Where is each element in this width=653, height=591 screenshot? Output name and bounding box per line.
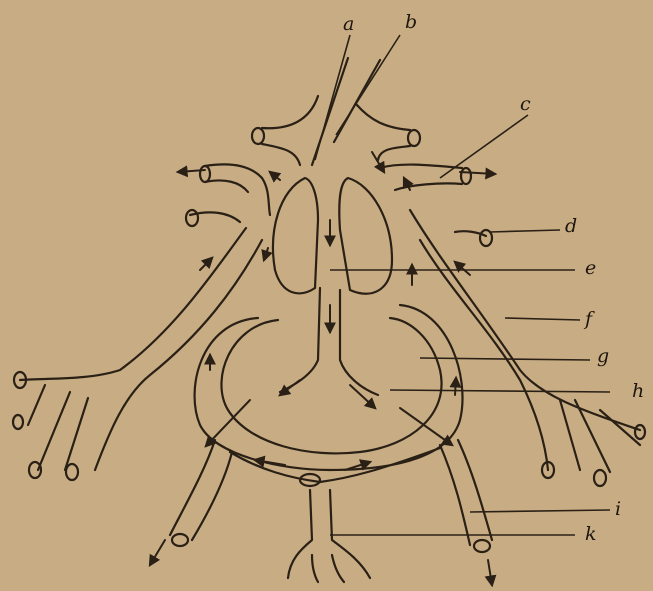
- aortic-arches: [195, 305, 463, 470]
- label-e: e: [585, 257, 596, 279]
- label-k: k: [585, 523, 597, 545]
- descending-trunk: [280, 288, 378, 395]
- label-d: d: [565, 215, 577, 237]
- label-i: i: [615, 498, 621, 520]
- right-limb: [410, 210, 645, 486]
- left-limb: [13, 228, 262, 480]
- label-a: a: [343, 13, 354, 35]
- label-leader-lines: [315, 35, 610, 535]
- label-c: c: [520, 93, 531, 115]
- heart-chambers: [273, 178, 392, 294]
- tail-vessel: [288, 474, 370, 582]
- label-g: g: [597, 345, 609, 367]
- label-h: h: [632, 380, 644, 402]
- flow-arrows: [150, 152, 495, 585]
- central-trunk: [312, 58, 380, 165]
- label-b: b: [405, 11, 417, 33]
- label-f: f: [583, 308, 595, 330]
